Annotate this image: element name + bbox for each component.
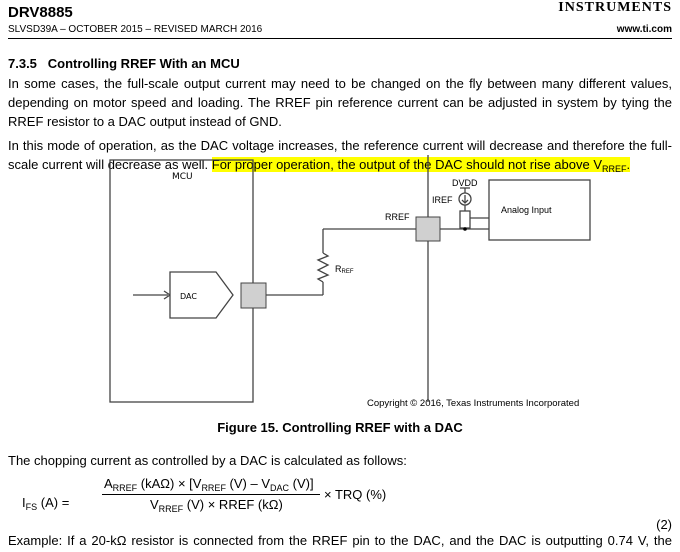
figure-caption: Figure 15. Controlling RREF with a DAC xyxy=(217,420,463,435)
analog-input-box xyxy=(488,179,591,241)
dvdd-label: DVDD xyxy=(452,178,478,188)
equation-number: (2) xyxy=(656,517,672,532)
mcu-label: MCU xyxy=(172,172,193,182)
paragraph-2-text: In this mode of operation, as the DAC vo… xyxy=(8,138,672,172)
section-heading: 7.3.5 Controlling RREF With an MCU xyxy=(8,56,240,71)
highlighted-text: For proper operation, the output of the … xyxy=(211,157,631,174)
equation-denominator: VRREF (V) × RREF (kΩ) xyxy=(150,497,283,514)
rref-pin-pad xyxy=(415,216,441,242)
paragraph-1: In some cases, the full-scale output cur… xyxy=(8,76,672,129)
paragraph-3: The chopping current as controlled by a … xyxy=(8,453,407,468)
rref-pin-label: RREF xyxy=(385,212,410,222)
paragraph-4: Example: If a 20-kΩ resistor is connecte… xyxy=(8,533,672,548)
analog-input-label: Analog Input xyxy=(501,205,552,215)
mcu-box xyxy=(109,159,254,403)
equation-numerator: ARREF (kAΩ) × [VRREF (V) – VDAC (V)] xyxy=(104,476,314,493)
iref-label: IREF xyxy=(432,195,453,205)
resistor-icon xyxy=(316,252,330,283)
copyright-notice: Copyright © 2016, Texas Instruments Inco… xyxy=(367,398,580,409)
brand-logo-text: INSTRUMENTS xyxy=(558,0,672,15)
document-id: SLVSD39A – OCTOBER 2015 – REVISED MARCH … xyxy=(8,24,263,35)
highlight-main: For proper operation, the output of the … xyxy=(211,157,603,172)
transistor-icon xyxy=(459,210,471,229)
paragraph-2: In this mode of operation, as the DAC vo… xyxy=(8,136,672,179)
highlight-sub: RREF xyxy=(602,164,627,174)
dac-label: DAC xyxy=(180,292,197,301)
fraction-bar xyxy=(102,494,320,495)
dac-output-pad xyxy=(240,282,267,309)
equation-rhs: × TRQ (%) xyxy=(324,487,387,502)
equation-lhs: IFS (A) = xyxy=(22,495,70,512)
header-rule xyxy=(8,38,672,39)
dac-block xyxy=(169,271,234,319)
rref-resistor-label: RREF xyxy=(335,264,354,275)
website-link[interactable]: www.ti.com xyxy=(616,24,672,35)
document-title: DRV8885 xyxy=(8,4,73,21)
